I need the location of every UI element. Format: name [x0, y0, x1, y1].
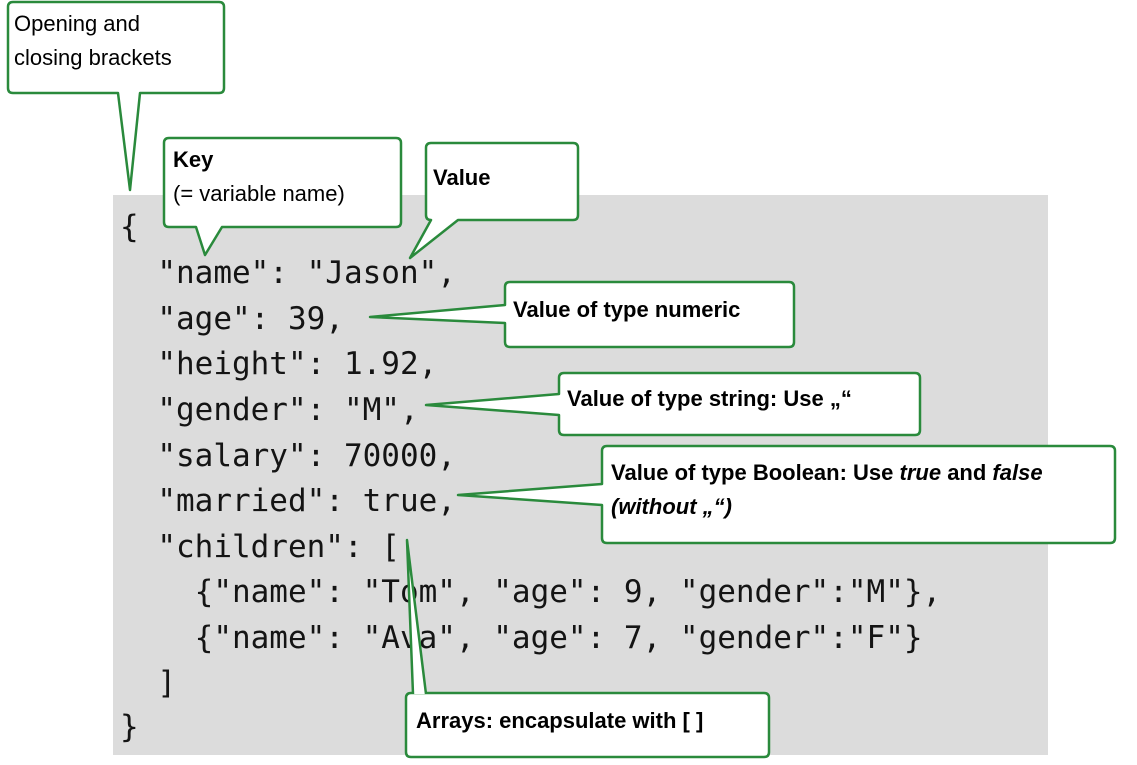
boolean-callout-line1: Value of type Boolean: Use true and fals…	[611, 456, 1043, 490]
boolean-callout-label: Value of type Boolean: Use true and fals…	[611, 456, 1043, 524]
boolean-callout-shape	[456, 444, 1117, 545]
arrays-callout-label: Arrays: encapsulate with [ ]	[416, 708, 704, 733]
arrays-callout-pointer	[405, 538, 428, 695]
key-callout-title: Key	[173, 147, 214, 172]
code-line-child-tom: {"name": "Tom", "age": 9, "gender":"M"},	[120, 574, 942, 610]
boolean-callout-false-word: false	[992, 460, 1043, 485]
brackets-callout-label: Opening and closing brackets	[14, 7, 172, 75]
arrays-callout-shape	[404, 691, 771, 759]
boolean-callout-part1: Value of type Boolean: Use	[611, 460, 900, 485]
boolean-callout-true-word: true	[899, 460, 942, 485]
string-callout-label: Value of type string: Use „“	[567, 386, 852, 411]
brackets-callout-line1: Opening and	[14, 11, 140, 36]
boolean-callout-part2: and	[941, 460, 993, 485]
brackets-callout-line2: closing brackets	[14, 45, 172, 70]
key-callout-subtitle: (= variable name)	[173, 181, 345, 206]
brackets-callout-shape	[6, 0, 226, 192]
value-callout-shape	[408, 141, 580, 260]
boolean-callout-line2: (without „“)	[611, 494, 732, 519]
code-line-married: "married": true,	[120, 483, 456, 519]
numeric-callout-shape	[368, 280, 796, 349]
code-line-close-array: ]	[120, 665, 176, 701]
code-line-salary: "salary": 70000,	[120, 438, 456, 474]
code-line-children: "children": [	[120, 529, 400, 565]
code-line-gender: "gender": "M",	[120, 392, 419, 428]
numeric-callout-label: Value of type numeric	[513, 297, 741, 322]
code-line-name: "name": "Jason",	[120, 255, 456, 291]
string-callout-shape	[424, 371, 922, 437]
code-line-height: "height": 1.92,	[120, 346, 438, 382]
key-callout-label: Key (= variable name)	[173, 143, 345, 211]
value-callout-label: Value	[433, 165, 491, 190]
code-line-open-brace: {	[120, 209, 139, 245]
key-callout-shape	[162, 136, 403, 257]
code-line-age: "age": 39,	[120, 301, 344, 337]
code-line-close-brace: }	[120, 709, 139, 745]
